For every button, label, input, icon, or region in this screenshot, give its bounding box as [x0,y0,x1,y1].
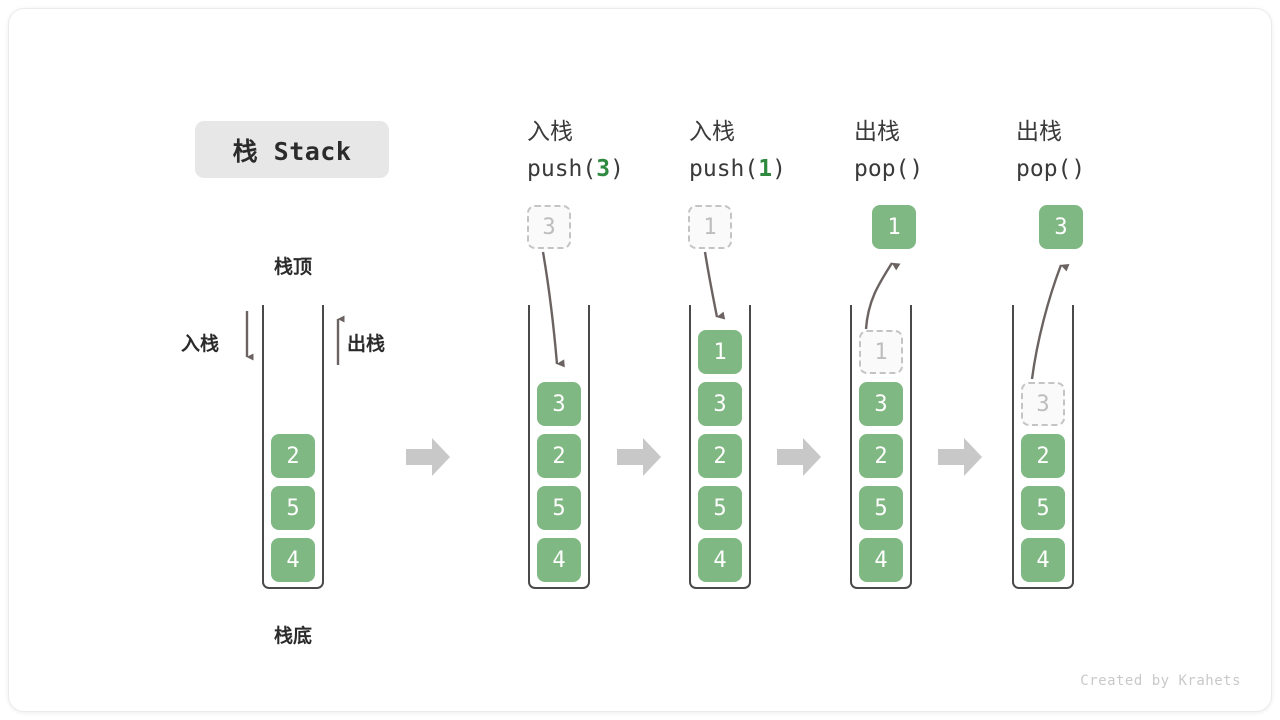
stack-top-label: 栈顶 [273,256,312,278]
stack-cell: 1 [859,330,903,374]
stack-cell: 3 [859,382,903,426]
stack-cell: 1 [698,330,742,374]
stack-cell: 4 [537,538,581,582]
credit-text: Created by Krahets [1080,673,1241,689]
stack-cell: 2 [537,434,581,478]
flow-arrow-icon-1 [406,438,450,476]
column-3-popped-value: 1 [872,205,916,249]
column-2-heading: 入栈 push(1) [689,114,786,188]
stack-cell: 5 [859,486,903,530]
stack-cell: 5 [698,486,742,530]
stack-cell: 5 [1021,486,1065,530]
column-1-heading: 入栈 push(3) [527,114,624,188]
column-1-call-label: push(3) [527,156,624,182]
stack-cell: 5 [271,486,315,530]
stack-cell: 4 [698,538,742,582]
column-4-pop-arrow-icon [1030,263,1070,380]
column-1-incoming-value: 3 [527,205,571,249]
column-1-push-arrow-icon [541,251,565,368]
column-2-incoming-value: 1 [688,205,732,249]
stack-cell: 3 [1021,382,1065,426]
stack-bottom-label: 栈底 [273,625,312,647]
push-direction-label: 入栈 [181,333,220,355]
stack-container-0 [262,305,324,589]
stack-cell: 4 [1021,538,1065,582]
column-3-heading: 出栈 pop() [854,114,923,188]
stack-container-3 [850,305,912,589]
stack-cell: 2 [859,434,903,478]
column-3-pop-arrow-icon [864,262,901,330]
stack-cell: 4 [271,538,315,582]
flow-arrow-icon-2 [617,438,661,476]
stack-title-badge: 栈 Stack [195,121,389,178]
stack-container-4 [1012,305,1074,589]
pop-direction-arrow-icon [336,315,345,365]
column-4-popped-value: 3 [1039,205,1083,249]
stack-cell: 3 [537,382,581,426]
push-direction-arrow-icon [245,311,254,361]
stack-cell: 2 [1021,434,1065,478]
column-4-call-label: pop() [1016,156,1086,182]
flow-arrow-icon-4 [938,438,982,476]
column-2-push-arrow-icon [703,251,726,320]
diagram-card: 栈 Stack 栈顶 栈底 入栈 出栈 2 5 4 [8,8,1272,712]
stack-cell: 2 [271,434,315,478]
column-4-heading: 出栈 pop() [1016,114,1085,188]
stack-cell: 2 [698,434,742,478]
column-3-op-label: 出栈 [854,119,900,145]
stack-container-1 [528,305,590,589]
flow-arrow-icon-3 [777,438,821,476]
column-2-op-label: 入栈 [689,119,735,145]
stack-cell: 5 [537,486,581,530]
stack-cell: 3 [698,382,742,426]
stack-container-2 [689,305,751,589]
column-2-call-label: push(1) [689,156,786,182]
pop-direction-label: 出栈 [347,333,386,355]
stack-cell: 4 [859,538,903,582]
column-4-op-label: 出栈 [1016,119,1062,145]
column-3-call-label: pop() [854,156,924,182]
column-1-op-label: 入栈 [527,119,573,145]
